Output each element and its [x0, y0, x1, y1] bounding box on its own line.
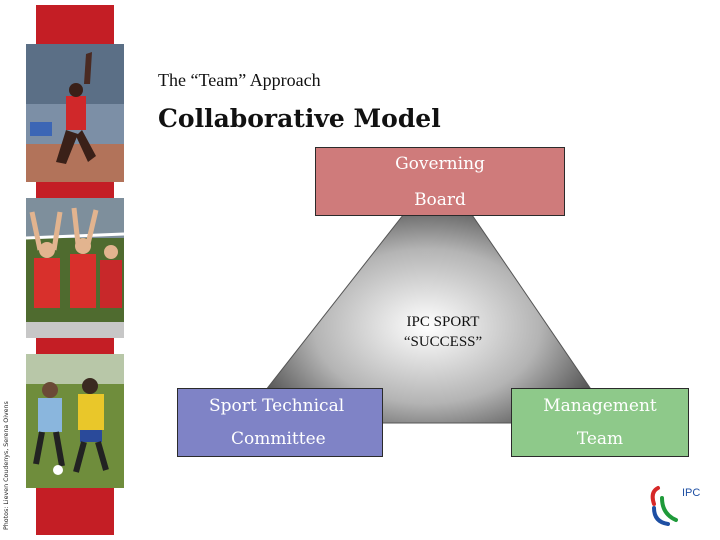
volleyball-photo [26, 198, 124, 338]
sport-technical-committee-box: Sport Technical Committee [177, 388, 383, 457]
sport-technical-line1: Sport Technical [209, 395, 345, 416]
center-label: IPC SPORT “SUCCESS” [360, 312, 526, 352]
runner-photo [26, 44, 124, 182]
slide-title: Collaborative Model [158, 104, 441, 133]
management-team-line2: Team [576, 429, 624, 450]
football-photo [26, 354, 124, 488]
governing-board-box: Governing Board [315, 147, 565, 216]
ipc-logo-text: IPC [682, 487, 700, 499]
center-label-line1: IPC SPORT [406, 314, 480, 330]
management-team-box: Management Team [511, 388, 689, 457]
management-team-line1: Management [543, 395, 657, 416]
governing-board-line2: Board [414, 190, 466, 210]
sport-technical-line2: Committee [231, 429, 326, 450]
ipc-logo: IPC [650, 486, 700, 526]
slide-subtitle: The “Team” Approach [158, 70, 321, 90]
governing-board-line1: Governing [395, 154, 485, 174]
center-label-line2: “SUCCESS” [403, 334, 483, 350]
